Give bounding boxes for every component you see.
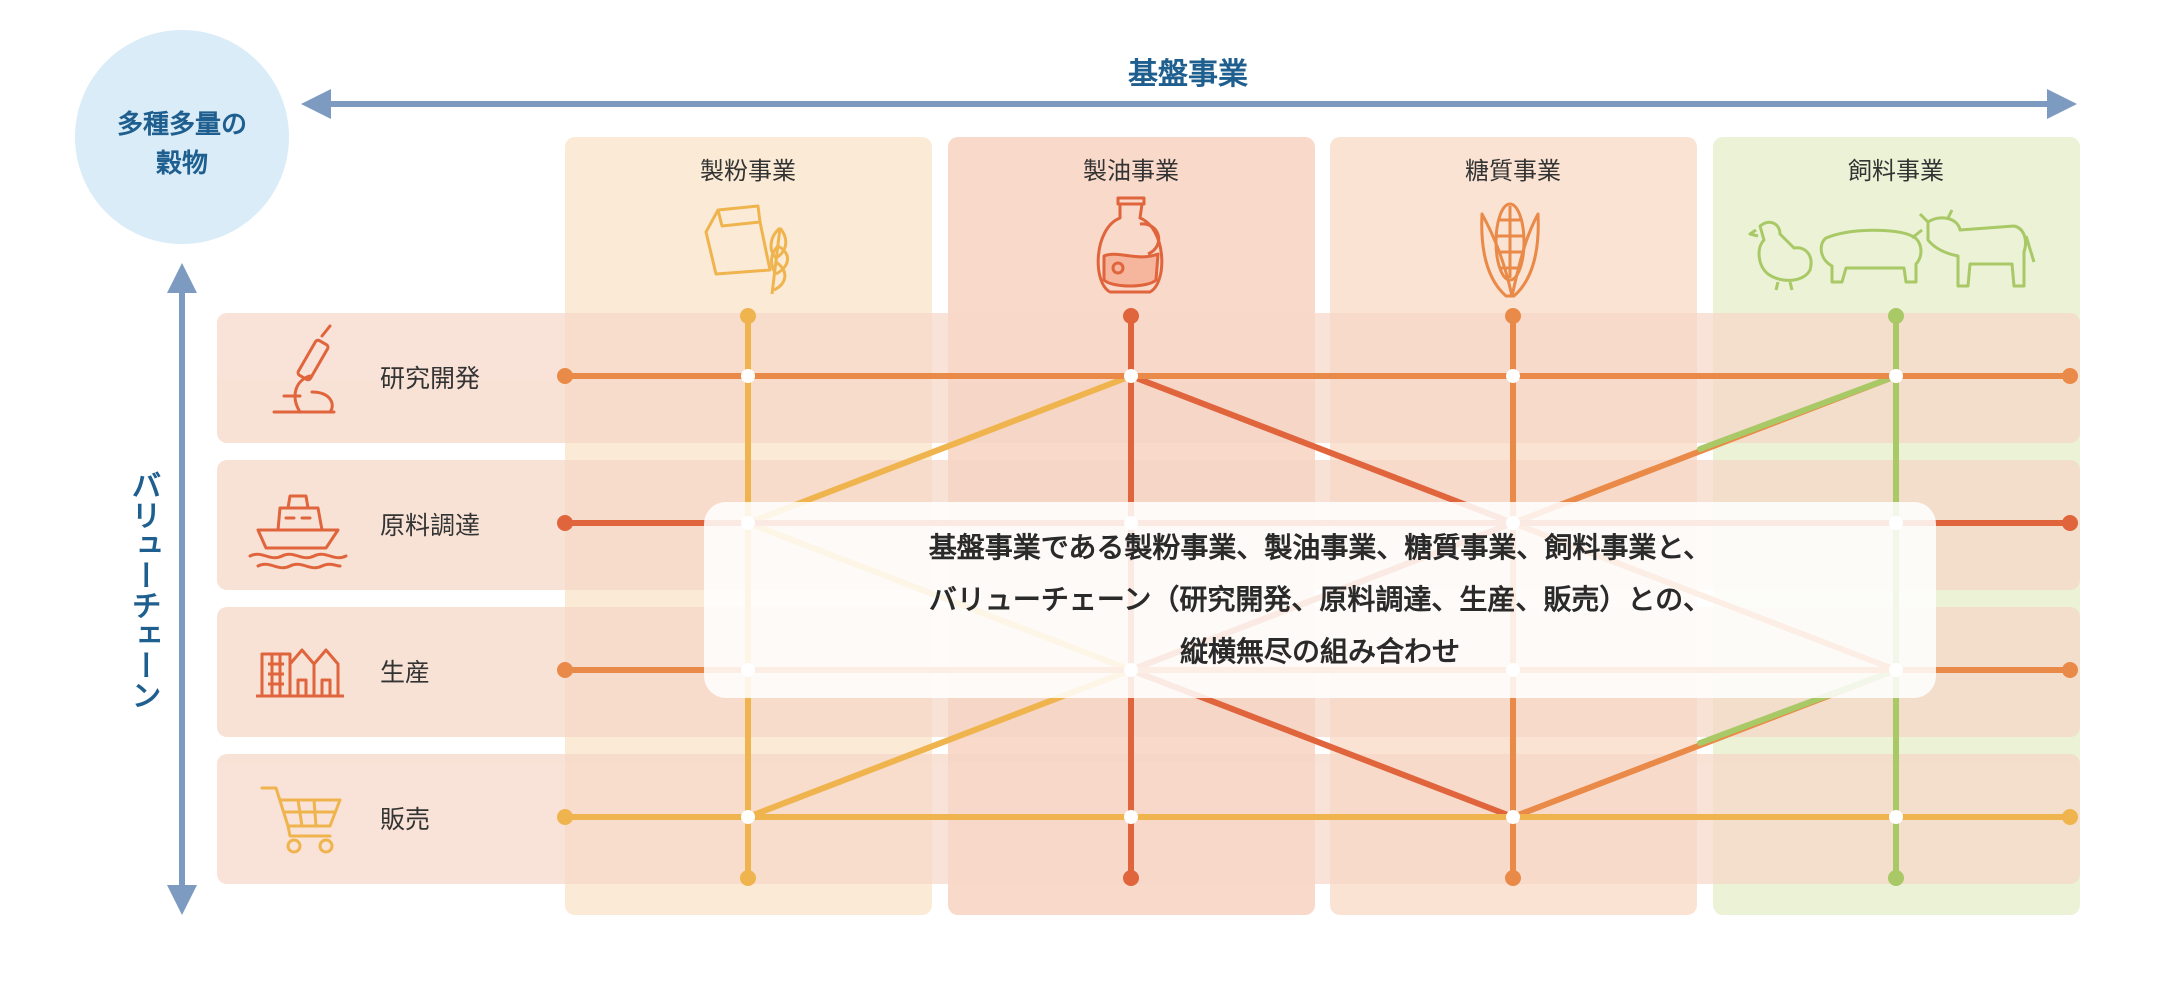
end-dot [1505,870,1521,886]
horizontal-axis-label: 基盤事業 [1128,57,1248,92]
summary-line-2: バリューチェーン（研究開発、原料調達、生産、販売）との、 [928,583,1712,616]
row-label-rnd: 研究開発 [380,364,480,393]
column-label-flour: 製粉事業 [700,157,796,185]
end-dot [557,368,573,384]
summary-line-1: 基盤事業である製粉事業、製油事業、糖質事業、飼料事業と、 [928,531,1712,564]
flour-bag-wheat-icon [704,204,789,295]
end-dot [2062,368,2078,384]
oil-jug-icon [1096,196,1164,294]
corn-icon [1480,202,1540,298]
intersection-node [1889,810,1903,824]
grain-source-label-line1: 多種多量の [117,110,247,140]
summary-text: 基盤事業である製粉事業、製油事業、糖質事業、飼料事業と、 バリューチェーン（研究… [704,502,1936,698]
microscope-icon [272,324,336,414]
row-label-production: 生産 [380,658,430,687]
intersection-node [1124,810,1138,824]
end-dot [2062,662,2078,678]
end-dot [2062,515,2078,531]
column-label-feed: 飼料事業 [1848,157,1944,185]
column-label-sugar: 糖質事業 [1465,157,1561,185]
intersection-node [1506,810,1520,824]
end-dot [740,308,756,324]
row-label-procurement: 原料調達 [380,511,480,540]
ship-icon [248,494,348,570]
end-dot [1123,870,1139,886]
intersection-node [1506,369,1520,383]
end-dot [2062,809,2078,825]
diagonal-flour-oil-1 [745,373,1134,526]
column-label-oil: 製油事業 [1083,157,1179,185]
intersection-node [1124,369,1138,383]
factory-icon [256,648,344,698]
end-dot [740,870,756,886]
intersection-node [741,810,755,824]
end-dot [557,809,573,825]
summary-line-3: 縦横無尽の組み合わせ [1179,635,1460,668]
diagonal-oil-sugar-1 [1128,373,1516,526]
grain-source-circle [75,30,289,244]
line-end-dots [557,308,2078,886]
livestock-icon [1748,209,2036,291]
end-dot [557,662,573,678]
end-dot [1888,308,1904,324]
end-dot [1123,308,1139,324]
diagonal-feed-green-1 [1697,373,1899,452]
row-label-sales: 販売 [380,805,430,834]
intersection-node [741,369,755,383]
end-dot [1505,308,1521,324]
summary-box [704,502,1936,698]
intersection-node [1889,369,1903,383]
vertical-axis-label: バリューチェーン [126,470,161,710]
end-dot [1888,870,1904,886]
shopping-cart-icon [260,786,342,854]
grain-source-label-line2: 穀物 [156,149,208,179]
end-dot [557,515,573,531]
